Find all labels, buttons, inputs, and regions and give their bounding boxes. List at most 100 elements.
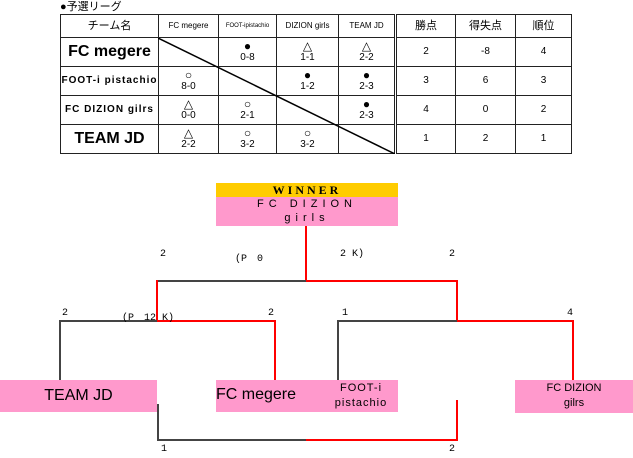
result-score: 2-1 (240, 110, 255, 121)
result-symbol: ○ (243, 97, 252, 111)
result-score: 1-2 (300, 81, 315, 92)
result-cell: ○3-2 (218, 124, 277, 154)
bracket-line (457, 320, 574, 322)
final-pk-right: 2 K) (340, 249, 365, 260)
result-cell: ●2-3 (338, 95, 396, 125)
result-cell: ○3-2 (276, 124, 339, 154)
bracket-line (157, 280, 306, 282)
header-team: チーム名 (60, 14, 159, 38)
header-row: チーム名 FC megere FOOT-ipistachio DIZION gi… (60, 14, 572, 38)
result-cell: ○8-0 (158, 66, 219, 96)
team-name: TEAM JD (60, 124, 159, 154)
empty-cell (158, 37, 219, 67)
semi1-score-left: 2 (62, 308, 69, 319)
semi1-pk: (P 12 K) (122, 313, 175, 324)
bracket-line (274, 320, 276, 380)
goal-diff: -8 (455, 37, 516, 67)
goal-diff: 0 (455, 95, 516, 125)
team-name: FC megere (60, 37, 159, 67)
result-symbol: ● (362, 68, 371, 82)
bracket-line (59, 320, 61, 380)
result-symbol: ○ (184, 68, 193, 82)
header-col: FC megere (158, 14, 219, 38)
header-col: DIZION girls (276, 14, 339, 38)
result-score: 2-2 (359, 52, 374, 63)
result-score: 1-1 (300, 52, 315, 63)
result-score: 2-3 (359, 81, 374, 92)
result-symbol: ● (362, 97, 371, 111)
result-symbol: ○ (243, 126, 252, 140)
team-name: FOOT-i pistachio (60, 66, 159, 96)
bracket-line (306, 280, 458, 282)
result-score: 2-3 (359, 110, 374, 121)
result-symbol: ● (303, 68, 312, 82)
result-symbol: △ (183, 97, 194, 111)
team-box-pair: FC megere FOOT-i pistachio (216, 380, 398, 412)
result-score: 3-2 (240, 139, 255, 150)
result-cell: △1-1 (276, 37, 339, 67)
result-symbol: △ (302, 39, 313, 53)
bracket-line (157, 404, 159, 441)
third-score-right: 2 (449, 444, 456, 455)
result-score: 0-8 (240, 52, 255, 63)
header-diff: 得失点 (455, 14, 516, 38)
bracket-line (156, 280, 158, 321)
goal-diff: 6 (455, 66, 516, 96)
third-score-left: 1 (161, 444, 168, 455)
bracket-line (337, 320, 457, 322)
team-fc-dizion-line1: FC DIZION (546, 382, 602, 394)
points: 1 (394, 124, 456, 154)
result-cell: ●2-3 (338, 66, 396, 96)
points: 4 (394, 95, 456, 125)
final-score-left: 2 (160, 249, 167, 260)
semi2-score-left: 1 (342, 308, 349, 319)
result-score: 2-2 (181, 139, 196, 150)
team-foot-i-line1: FOOT-i (339, 382, 383, 394)
semi1-score-right: 2 (268, 308, 275, 319)
team-box-team-jd: TEAM JD (0, 380, 157, 412)
bracket-line (456, 400, 458, 441)
header-col: FOOT-ipistachio (218, 14, 277, 38)
result-cell: △2-2 (338, 37, 396, 67)
team-fc-megere: FC megere (216, 386, 297, 403)
league-title: ●予選リーグ (60, 1, 122, 13)
result-score: 0-0 (181, 110, 196, 121)
league-table: チーム名 FC megere FOOT-ipistachio DIZION gi… (60, 14, 572, 154)
team-foot-i-line2: pistachio (334, 397, 388, 409)
team-foot-i: FOOT-i pistachio (324, 381, 398, 411)
result-symbol: ○ (303, 126, 312, 140)
semi2-score-right: 4 (567, 308, 574, 319)
result-cell: △2-2 (158, 124, 219, 154)
final-score-right: 2 (449, 249, 456, 260)
team-name-text: FOOT-i pistachio (61, 75, 158, 86)
bracket-line (456, 280, 458, 321)
empty-cell (218, 66, 277, 96)
points: 2 (394, 37, 456, 67)
result-cell: ●1-2 (276, 66, 339, 96)
header-points: 勝点 (394, 14, 456, 38)
team-name-text: FC megere (68, 43, 151, 60)
winner-label: WINNER (216, 183, 398, 197)
result-cell: ○2-1 (218, 95, 277, 125)
result-symbol: △ (183, 126, 194, 140)
bracket-line (306, 439, 458, 441)
points: 3 (394, 66, 456, 96)
rank: 4 (515, 37, 572, 67)
rank: 3 (515, 66, 572, 96)
final-pk-left: (P 0 (235, 254, 264, 265)
empty-cell (276, 95, 339, 125)
team-name-text: TEAM JD (74, 130, 145, 147)
team-name-text: FC DIZION gilrs (65, 104, 154, 115)
result-symbol: △ (361, 39, 372, 53)
winner-team-name: FC DIZION (257, 198, 357, 210)
bracket-line (157, 439, 306, 441)
bracket-line (59, 320, 157, 322)
header-rank: 順位 (515, 14, 572, 38)
result-cell: △0-0 (158, 95, 219, 125)
